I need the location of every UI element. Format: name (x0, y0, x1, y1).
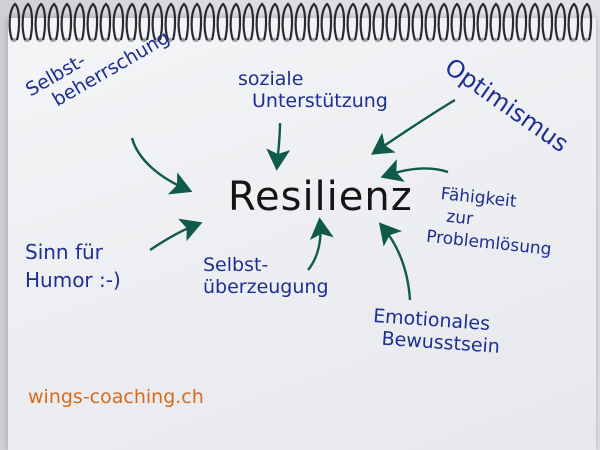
spiral-coil (359, 2, 372, 42)
arrow-selbstueberzeugung (307, 217, 334, 271)
spiral-coil (489, 2, 502, 42)
spiral-coil (502, 2, 515, 42)
spiral-coil (190, 2, 203, 42)
spiral-coil (216, 2, 229, 42)
arrow-emotionales (378, 222, 412, 301)
spiral-coil (268, 2, 281, 42)
spiral-coil (164, 2, 177, 42)
spiral-coil (320, 2, 333, 42)
arrow-selbstbeherrschung (130, 137, 193, 195)
spiral-coil (177, 2, 190, 42)
spiral-coil (138, 2, 151, 42)
spiral-coil (255, 2, 268, 42)
spiral-coil (307, 2, 320, 42)
label-emotionales: Emotionales Bewusstsein (371, 305, 502, 358)
spiral-coil (112, 2, 125, 42)
spiral-coil (229, 2, 242, 42)
spiral-coil (86, 2, 99, 42)
spiral-coil (528, 2, 541, 42)
spiral-coil (554, 2, 567, 42)
spiral-coil (34, 2, 47, 42)
spiral-coil (437, 2, 450, 42)
arrow-faehigkeit (380, 159, 449, 182)
label-line: Selbst- (203, 254, 269, 276)
spiral-coil (60, 2, 73, 42)
label-line: Humor :-) (25, 268, 121, 292)
arrow-optimismus (371, 98, 456, 155)
spiral-coil (8, 2, 21, 42)
label-line: Sinn für (25, 240, 103, 264)
spiral-coil (515, 2, 528, 42)
spiral-coil (73, 2, 86, 42)
spiral-coil (567, 2, 580, 42)
spiral-coil (242, 2, 255, 42)
arrow-soziale (266, 122, 291, 171)
spiral-coil (333, 2, 346, 42)
spiral-coil (580, 2, 593, 42)
center-word: Resilienz (228, 174, 413, 220)
spiral-coil (21, 2, 34, 42)
spiral-coil (47, 2, 60, 42)
label-sinn: Sinn für Humor :-) (25, 238, 121, 294)
spiral-coil (281, 2, 294, 42)
label-selbstueberzeugung: Selbst- überzeugung (203, 254, 329, 298)
brand-label: wings-coaching.ch (28, 386, 204, 408)
spiral-coil (541, 2, 554, 42)
spiral-coil (398, 2, 411, 42)
spiral-coil (476, 2, 489, 42)
spiral-coil (346, 2, 359, 42)
label-line: soziale (238, 68, 304, 90)
spiral-coil (99, 2, 112, 42)
label-faehigkeit: Fähigkeit zur Problemlösung (425, 182, 557, 261)
spiral-coil (203, 2, 216, 42)
label-line: Unterstützung (252, 90, 388, 112)
label-line: überzeugung (203, 276, 329, 298)
spiral-binding (8, 2, 593, 42)
spiral-coil (125, 2, 138, 42)
spiral-coil (151, 2, 164, 42)
spiral-coil (463, 2, 476, 42)
spiral-coil (294, 2, 307, 42)
spiral-coil (385, 2, 398, 42)
spiral-coil (450, 2, 463, 42)
label-soziale: soziale Unterstützung (238, 68, 388, 112)
arrow-sinn (149, 218, 203, 251)
spiral-coil (424, 2, 437, 42)
flipchart-paper (8, 18, 596, 450)
spiral-coil (411, 2, 424, 42)
spiral-coil (372, 2, 385, 42)
